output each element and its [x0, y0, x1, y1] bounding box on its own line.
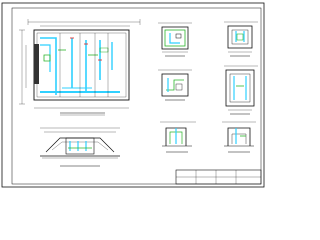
section-bottom-mid-view — [160, 121, 196, 153]
sheet-inner-border — [11, 7, 262, 185]
title-block — [175, 169, 262, 185]
section-bottom-left-view — [40, 127, 120, 167]
cad-drawing-sheet — [1, 2, 265, 188]
section-bottom-right-view — [222, 121, 256, 153]
main-plan-view — [19, 19, 141, 116]
sheet-border — [1, 2, 265, 188]
detail-mid-mid-view — [158, 69, 192, 101]
detail-top-right-view — [224, 21, 258, 57]
detail-mid-right-view — [224, 65, 258, 115]
drawing-svg — [1, 2, 265, 188]
detail-top-mid-view — [158, 22, 192, 57]
